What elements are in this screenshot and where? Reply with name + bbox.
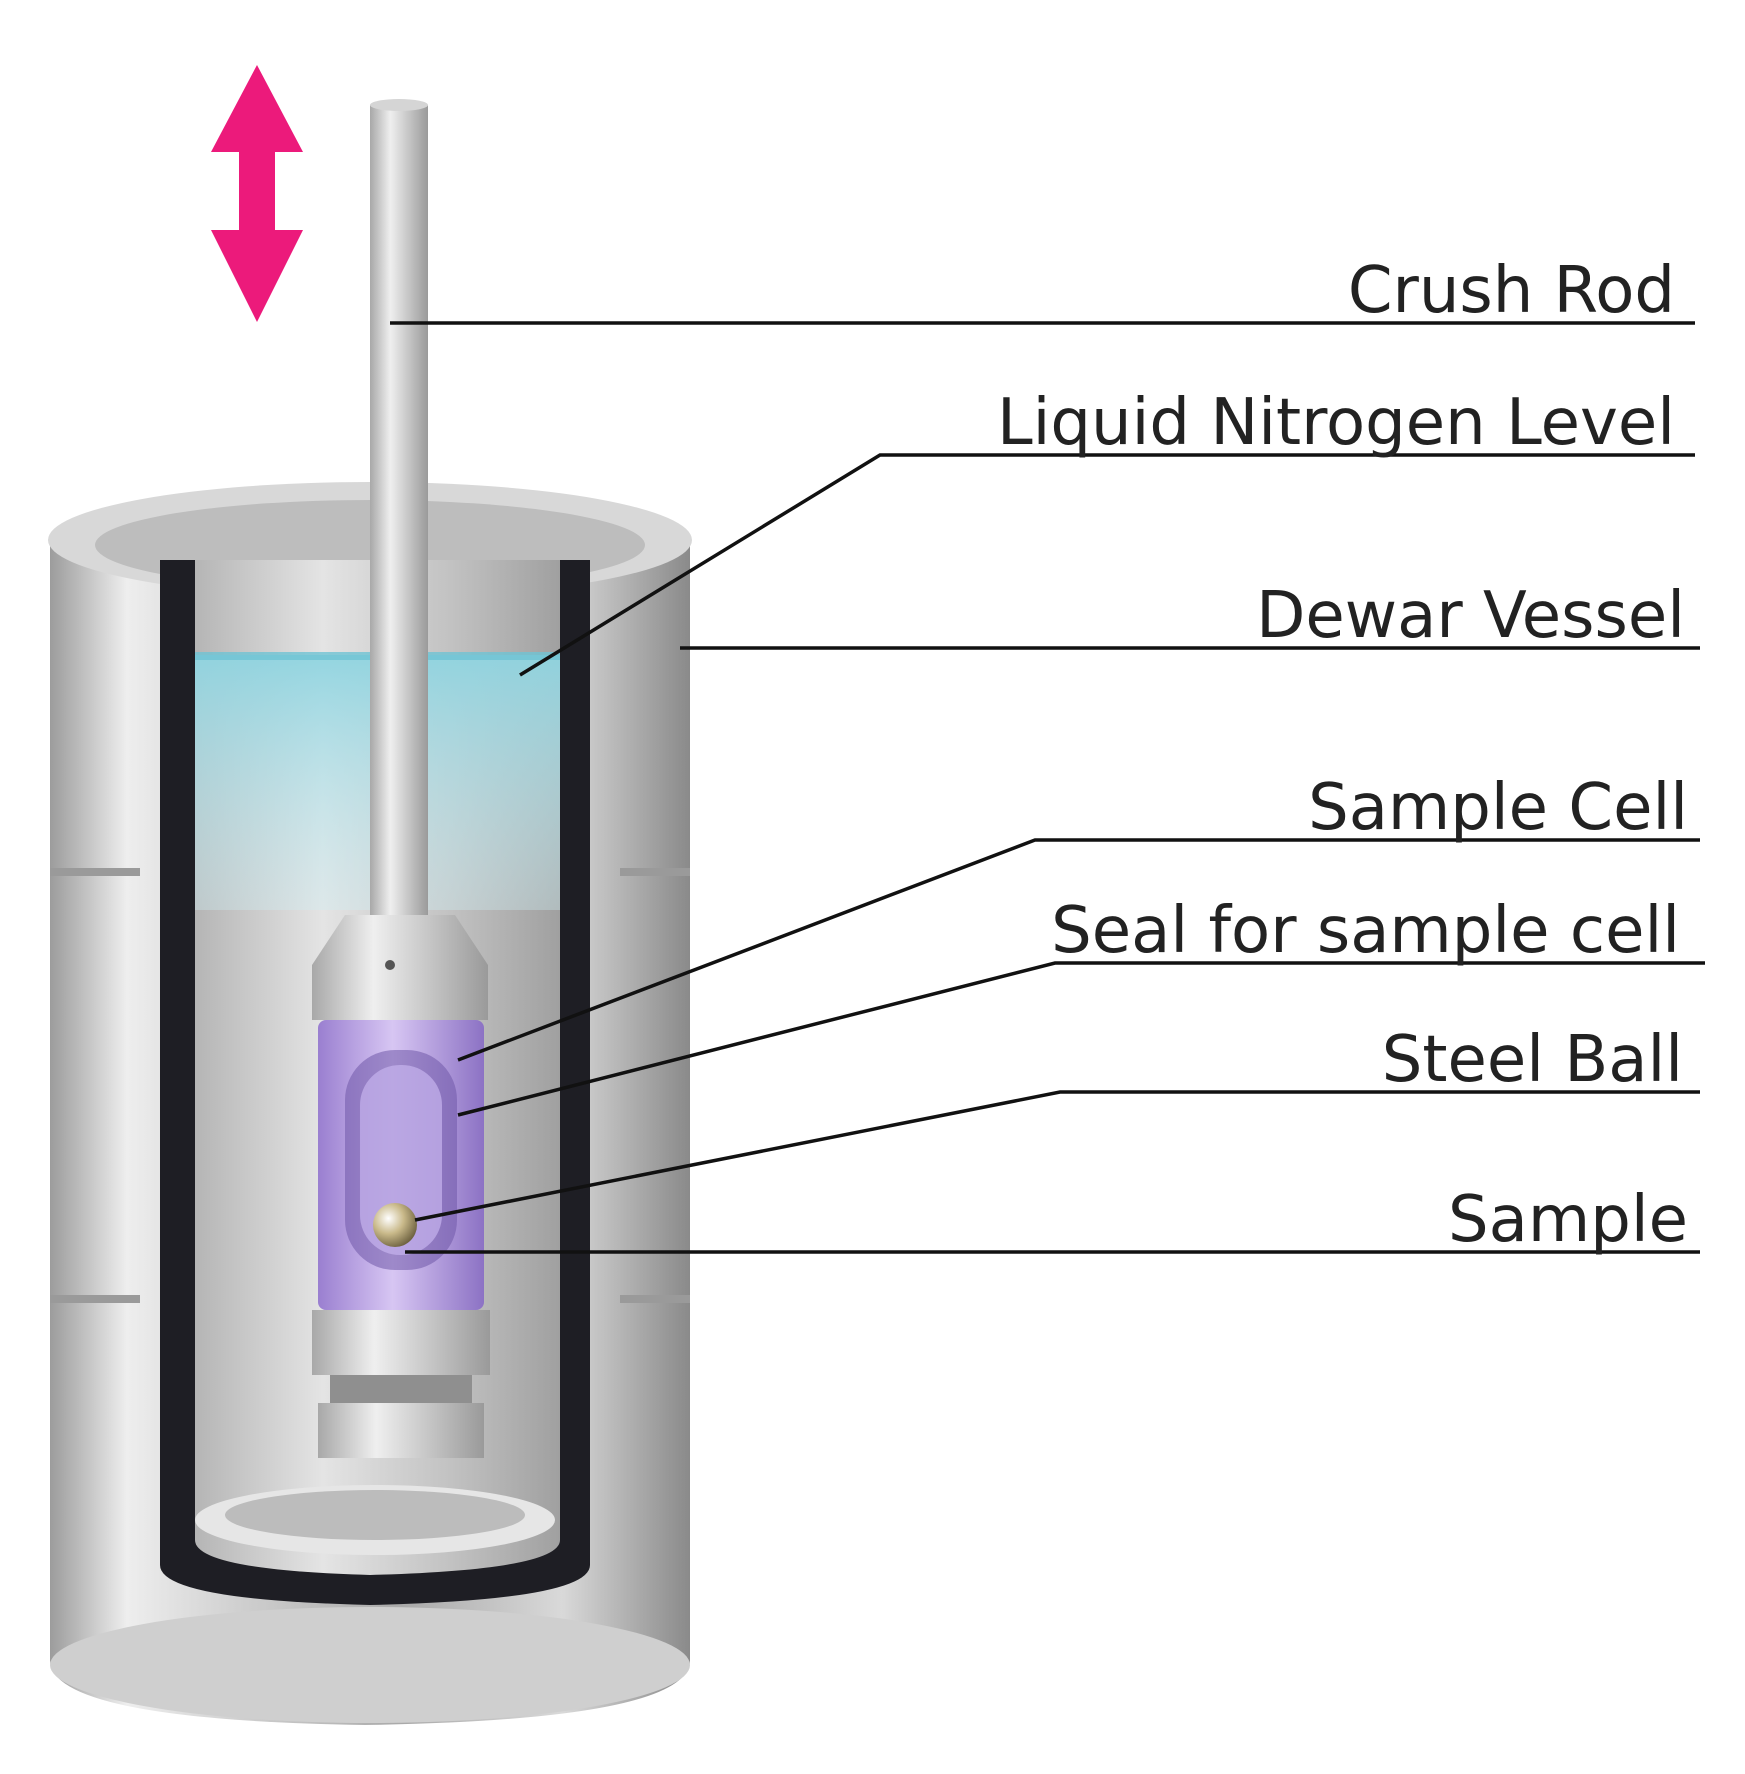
label-steel-ball: Steel Ball xyxy=(1382,1023,1683,1097)
crush-rod-illustration xyxy=(370,99,428,940)
leader-liquid-nitrogen-level xyxy=(519,453,1695,677)
label-liquid-nitrogen-level: Liquid Nitrogen Level xyxy=(997,386,1675,460)
leader-steel-ball xyxy=(414,1090,1700,1222)
sample-cell-illustration xyxy=(312,915,490,1458)
label-crush-rod: Crush Rod xyxy=(1348,254,1675,328)
double-arrow-icon xyxy=(211,65,303,322)
label-sample: Sample xyxy=(1448,1183,1688,1257)
label-dewar-vessel: Dewar Vessel xyxy=(1256,579,1685,653)
label-seal: Seal for sample cell xyxy=(1051,894,1680,968)
label-sample-cell: Sample Cell xyxy=(1308,771,1688,845)
leader-seal xyxy=(457,961,1705,1117)
leader-sample-cell xyxy=(457,838,1700,1062)
label-group: Crush Rod Liquid Nitrogen Level Dewar Ve… xyxy=(997,254,1688,1257)
leader-lines xyxy=(390,321,1705,1254)
